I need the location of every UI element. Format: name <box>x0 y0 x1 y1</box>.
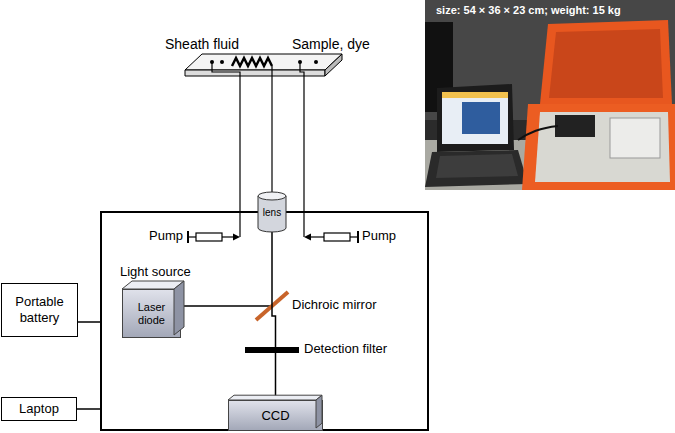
node-text: Laptop <box>19 401 59 417</box>
instrument-housing <box>101 212 428 430</box>
syringe-pump-right <box>304 231 358 243</box>
pump-label: Pump <box>362 229 396 244</box>
node-heading: Light source <box>120 264 191 280</box>
node-text: CCD <box>261 408 289 423</box>
device-photo <box>425 0 675 190</box>
power-wire <box>78 321 101 323</box>
data-wire <box>77 408 101 410</box>
node-text: Portable battery <box>5 294 74 325</box>
part-label: Dichroic mirror <box>292 298 377 313</box>
cube-front: Laser diode <box>122 289 181 338</box>
tubing <box>212 62 304 237</box>
syringe-pump-left <box>188 231 240 243</box>
ccd-camera: CCD <box>228 400 323 431</box>
node-text: lens <box>263 207 281 218</box>
part-label: Detection filter <box>304 342 387 357</box>
optical-path <box>272 232 276 400</box>
photo-caption: size: 54 × 36 × 23 cm; weight: 15 kg <box>436 4 621 17</box>
microfluidic-chip <box>185 54 342 76</box>
laser-beam <box>172 305 272 307</box>
objective-lens: lens <box>258 192 286 232</box>
node-text: Laser diode <box>124 301 179 326</box>
pump-label: Pump <box>149 229 183 244</box>
inlet-label: Sheath fluid <box>165 36 239 52</box>
laser-diode: Light sourceLaser diode <box>122 264 191 338</box>
detection-filter <box>245 347 299 353</box>
laptop-box: Laptop <box>1 397 77 421</box>
battery-box: Portable battery <box>1 283 78 337</box>
inlet-label: Sample, dye <box>292 36 370 52</box>
